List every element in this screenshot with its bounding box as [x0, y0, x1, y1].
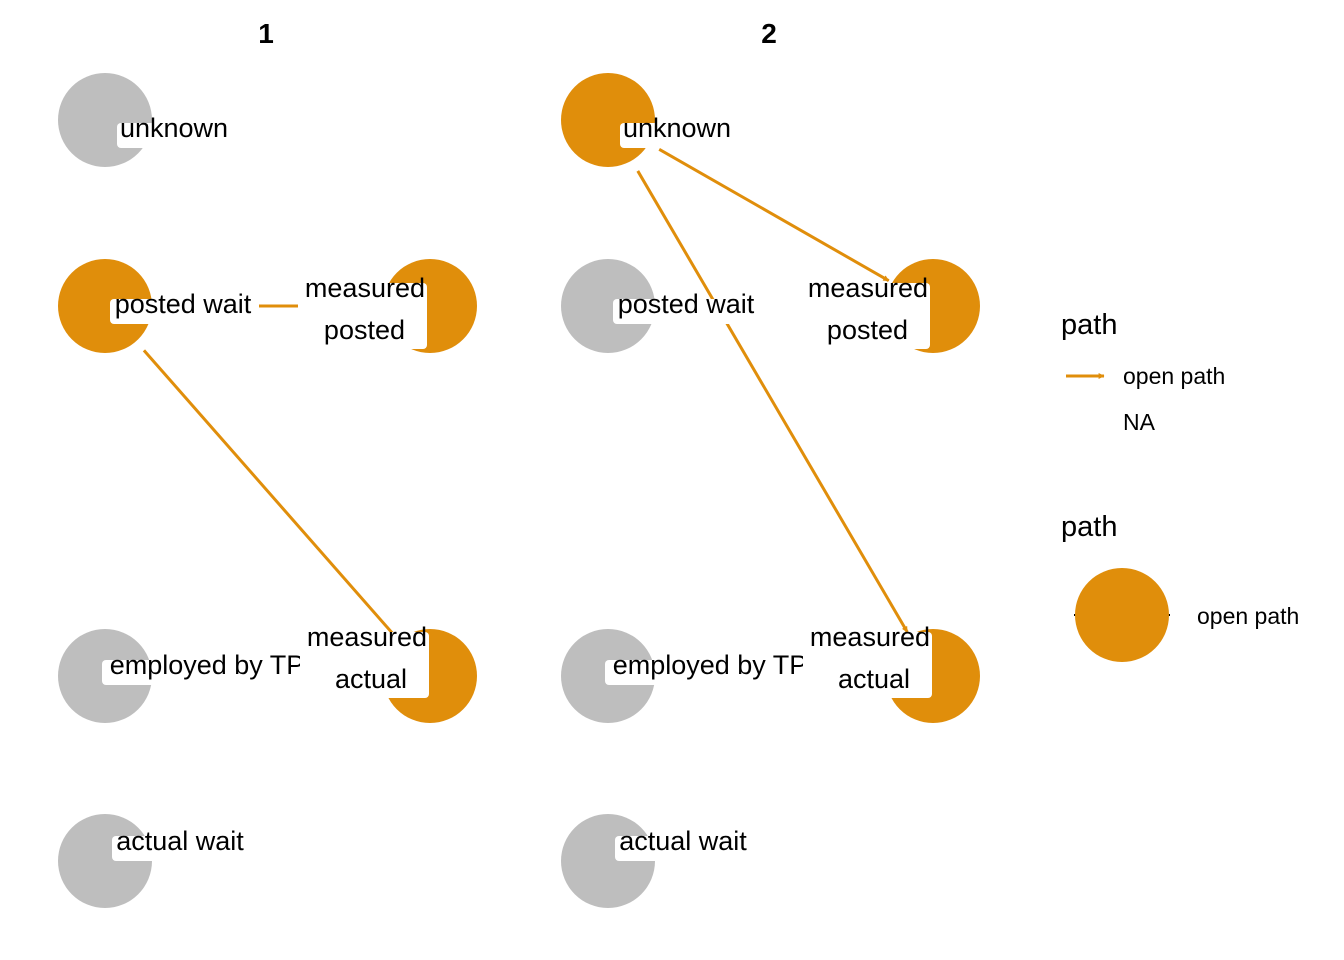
node-label-p2-posted-wait-line1: posted wait	[618, 289, 755, 319]
legend-edge: path open path NA	[1061, 309, 1225, 435]
node-label-p1-measured-posted-line2: posted	[324, 315, 405, 345]
edge-p1-posted-wait-to-measured-actual	[142, 349, 398, 639]
label-bg-p2-posted-wait	[613, 299, 762, 324]
legend-node-title: path	[1061, 511, 1117, 543]
label-bg-p1-measured-actual	[300, 632, 429, 698]
node-label-p1-measured-actual-line2: actual	[335, 664, 407, 694]
node-label-p1-measured-posted-line1: measured	[305, 273, 425, 303]
legend-edge-item-na: NA	[1123, 409, 1156, 435]
edge-p2-unknown-to-measured-actual	[636, 170, 909, 633]
label-bg-p1-actual-wait	[112, 836, 250, 861]
label-bg-p2-actual-wait	[615, 836, 753, 861]
node-label-p1-actual-wait-line1: actual wait	[116, 826, 244, 856]
node-label-p2-employed-by-tp-line1: employed by TP	[613, 650, 808, 680]
legend-node: path open path	[1061, 511, 1299, 662]
node-p1-posted-wait	[58, 259, 152, 353]
edge-p2-unknown-to-measured-posted	[658, 148, 890, 282]
node-label-p2-measured-posted-line1: measured	[808, 273, 928, 303]
panel-title-1: 1	[258, 18, 274, 49]
node-p2-posted-wait	[561, 259, 655, 353]
node-label-p2-unknown-line1: unknown	[623, 113, 731, 143]
node-label-p2-actual-wait-line1: actual wait	[619, 826, 747, 856]
label-bg-p1-employed-by-tp	[102, 660, 313, 685]
node-label-p1-employed-by-tp-line1: employed by TP	[110, 650, 305, 680]
node-label-p1-unknown-line1: unknown	[120, 113, 228, 143]
label-bg-p1-measured-posted	[298, 283, 427, 349]
node-label-p2-measured-actual-line1: measured	[810, 622, 930, 652]
node-label-p1-posted-wait-line1: posted wait	[115, 289, 252, 319]
label-bg-p1-unknown	[117, 123, 234, 148]
label-bg-p2-unknown	[620, 123, 737, 148]
node-label-p1-measured-actual-line1: measured	[307, 622, 427, 652]
node-label-p2-measured-actual-line2: actual	[838, 664, 910, 694]
label-bg-p2-measured-posted	[801, 283, 930, 349]
nodes-layer	[58, 73, 980, 908]
legend-node-item-open-path: open path	[1197, 603, 1299, 629]
label-bg-p2-employed-by-tp	[605, 660, 816, 685]
legend-edge-item-open-path: open path	[1123, 363, 1225, 389]
label-bg-p1-posted-wait	[110, 299, 259, 324]
legend-edge-title: path	[1061, 309, 1117, 341]
label-bg-p2-measured-actual	[803, 632, 932, 698]
legend-open-path-node	[1075, 568, 1169, 662]
edges-layer	[142, 148, 909, 639]
panel-title-2: 2	[761, 18, 777, 49]
node-label-p2-measured-posted-line2: posted	[827, 315, 908, 345]
labels-layer: unknown posted wait measured posted employed…	[102, 113, 932, 861]
